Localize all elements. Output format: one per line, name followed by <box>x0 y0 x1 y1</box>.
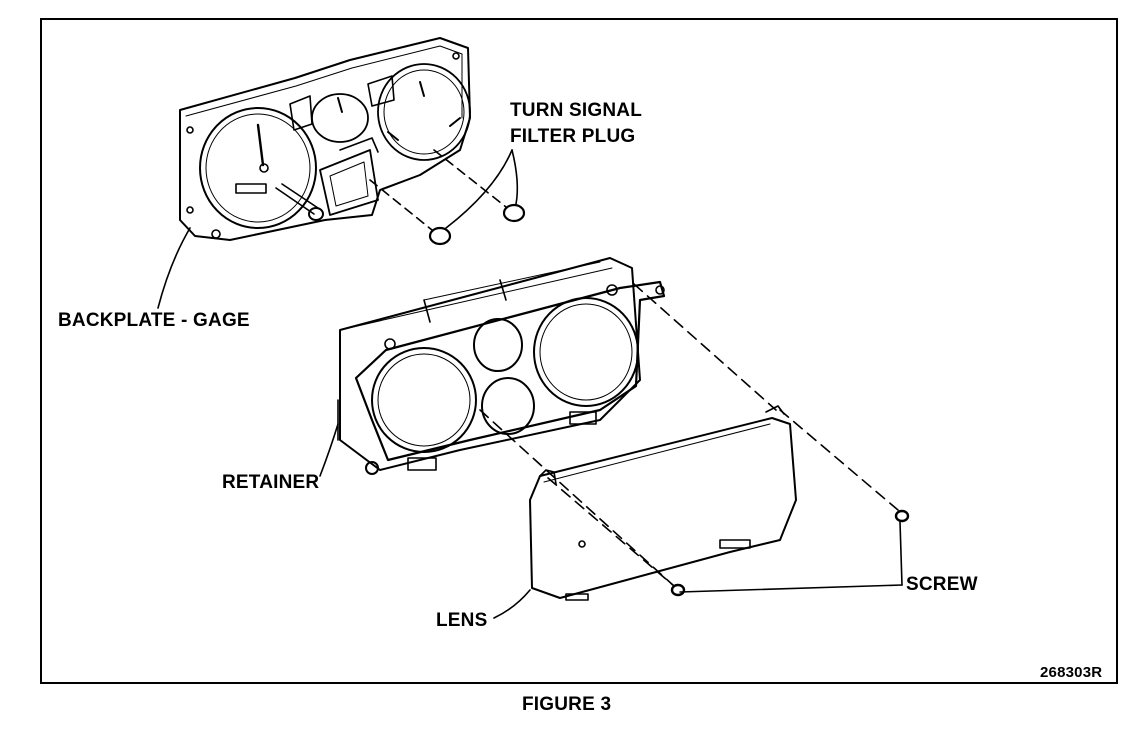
figure-border <box>40 18 1118 684</box>
screw-label: SCREW <box>906 574 978 595</box>
screws <box>479 283 910 597</box>
retainer <box>337 257 666 475</box>
retainer-label: RETAINER <box>222 472 320 493</box>
turn-signal-label-line2: FILTER PLUG <box>510 126 636 147</box>
leader-lines <box>157 149 903 619</box>
drawing-number: 268303R <box>1040 664 1103 681</box>
lens <box>529 405 797 601</box>
turn-signal-label-line1: TURN SIGNAL <box>510 100 643 121</box>
backplate-gage-label: BACKPLATE - GAGE <box>58 310 250 331</box>
gage-backplate <box>179 37 471 241</box>
turn-signal-filter-plugs <box>369 149 526 246</box>
figure-caption: FIGURE 3 <box>522 694 612 715</box>
lens-label: LENS <box>436 610 488 631</box>
